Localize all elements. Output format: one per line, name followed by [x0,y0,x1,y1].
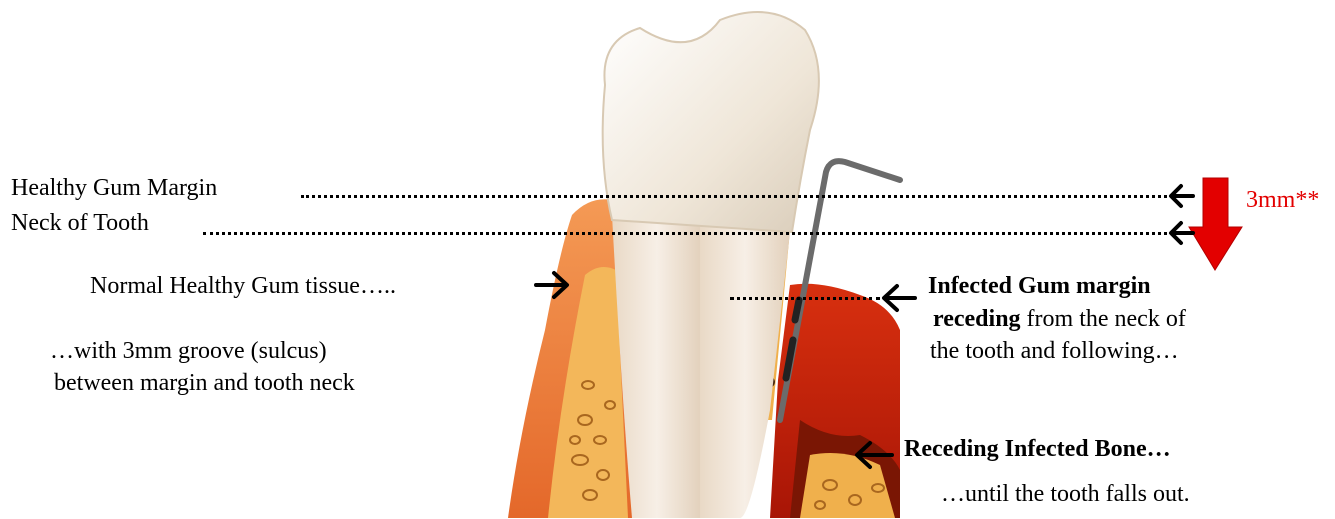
arrow-left-icon [1171,186,1193,206]
normal-gum-tissue-label: Normal Healthy Gum tissue….. [90,272,396,300]
tooth-falls-out-label: …until the tooth falls out. [941,480,1190,508]
infected-gum-margin-label: Infected Gum margin [928,272,1151,300]
receding-infected-bone-label: Receding Infected Bone… [904,435,1171,463]
measurement-label: 3mm** [1246,186,1319,214]
tooth-crown [603,12,819,232]
neck-of-tooth-label: Neck of Tooth [11,209,149,237]
infected-gum-tissue [770,284,900,518]
following-label: the tooth and following… [930,337,1179,365]
tooth-root [612,215,790,518]
arrow-left-icon [884,286,915,310]
receding-label: receding from the neck of [933,305,1186,333]
neck-of-tooth-line [203,232,1167,235]
arrow-left-icon [1171,223,1193,243]
receding-label-rest: from the neck of [1021,306,1186,332]
healthy-gum-margin-line [301,195,1167,198]
measurement-arrow-icon [1189,178,1242,270]
receding-label-bold: receding [933,306,1021,332]
infected-margin-line [730,297,880,300]
groove-label-line2: between margin and tooth neck [54,369,355,397]
groove-label-line1: …with 3mm groove (sulcus) [50,337,327,365]
healthy-gum-margin-label: Healthy Gum Margin [11,174,217,202]
